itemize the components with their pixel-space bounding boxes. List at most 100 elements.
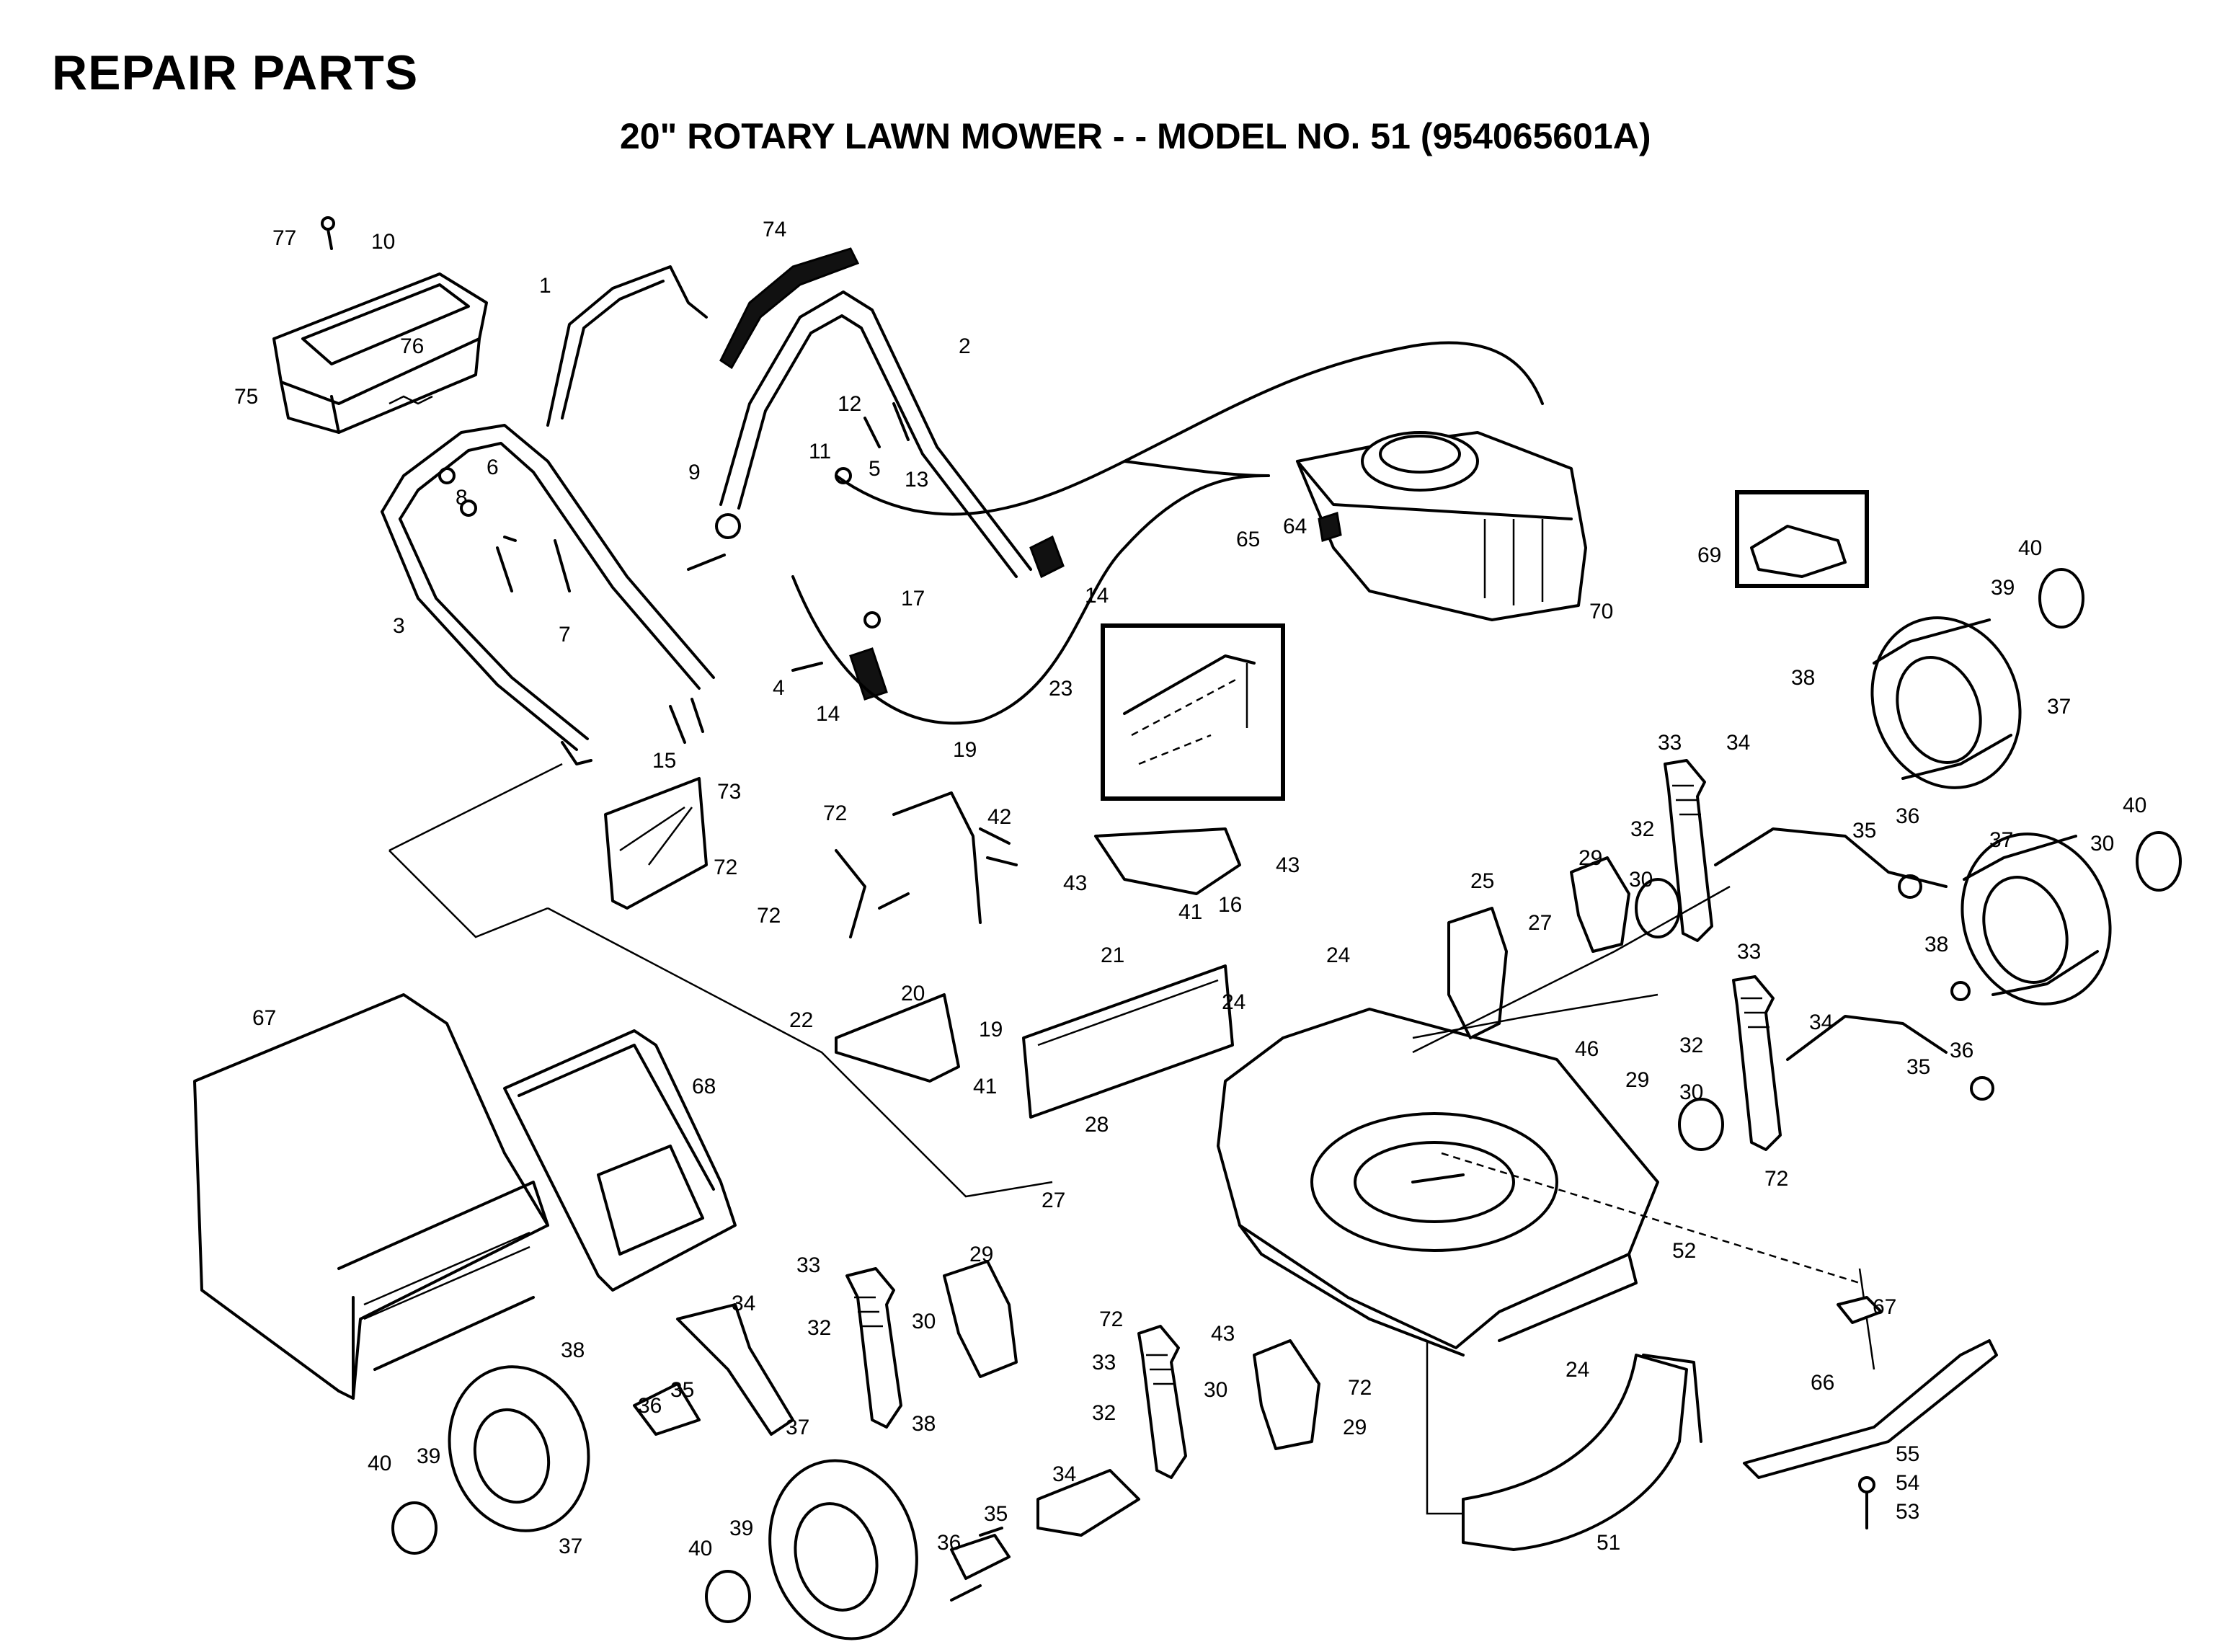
callout-76: 76 (400, 334, 424, 358)
callout-73: 73 (717, 780, 741, 804)
callout-66: 66 (1811, 1371, 1834, 1395)
height-adjuster-upper-right (1664, 759, 1713, 942)
inset-box-23 (1101, 623, 1285, 801)
adjuster-plates (943, 856, 1724, 1450)
callout-29b: 29 (1625, 1068, 1649, 1092)
callout-55: 55 (1896, 1442, 1919, 1466)
callout-35c: 35 (670, 1378, 694, 1402)
callout-30d: 30 (1204, 1378, 1227, 1402)
callout-14b: 14 (816, 702, 840, 726)
callout-2: 2 (959, 334, 971, 358)
callout-40c: 40 (368, 1452, 391, 1475)
callout-72b: 72 (714, 856, 737, 879)
callout-38c: 38 (561, 1338, 585, 1362)
callout-40b: 40 (2123, 794, 2146, 817)
callout-40: 40 (2018, 536, 2042, 560)
callout-33c: 33 (796, 1253, 820, 1277)
callout-32d: 32 (1092, 1401, 1116, 1425)
callout-64: 64 (1283, 515, 1307, 538)
callout-6: 6 (487, 456, 499, 479)
callout-43a: 43 (1276, 853, 1300, 877)
callout-30: 30 (2090, 832, 2114, 856)
callout-42: 42 (987, 805, 1011, 829)
callout-32b: 32 (1679, 1034, 1703, 1057)
callout-37: 37 (2047, 695, 2071, 719)
control-cables (791, 341, 1544, 725)
front-wheel-upper-left (391, 1365, 590, 1555)
callout-72c: 72 (757, 904, 781, 928)
grass-bag-part (193, 993, 549, 1400)
callout-14: 14 (1085, 584, 1109, 608)
side-plate-73 (604, 777, 708, 910)
callout-30b: 30 (1679, 1080, 1703, 1104)
callout-30c: 30 (912, 1310, 936, 1333)
callout-36: 36 (1896, 804, 1919, 828)
callout-34b: 34 (1809, 1011, 1833, 1034)
engine-part (1296, 431, 1587, 621)
callout-5: 5 (869, 457, 881, 481)
callout-27b: 27 (1042, 1189, 1065, 1212)
bracket-16 (1094, 827, 1241, 895)
callout-33b: 33 (1737, 940, 1761, 964)
rear-wheel-lower-right (1961, 831, 2182, 1005)
page-title: REPAIR PARTS (52, 45, 419, 100)
callout-53: 53 (1896, 1500, 1919, 1524)
callout-16: 16 (1218, 893, 1242, 917)
rear-baffle-part (1022, 964, 1234, 1119)
callout-24c: 24 (1566, 1358, 1589, 1382)
callout-13: 13 (905, 468, 928, 492)
callout-72a: 72 (823, 801, 847, 825)
callout-1: 1 (539, 274, 551, 298)
callout-75: 75 (234, 385, 258, 409)
callout-54: 54 (1896, 1471, 1919, 1495)
callout-33d: 33 (1092, 1351, 1116, 1375)
handle-hardware (438, 402, 910, 744)
callout-24a: 24 (1326, 943, 1350, 967)
callout-39c: 39 (417, 1444, 440, 1468)
callout-29d: 29 (1343, 1416, 1367, 1439)
front-axle-brackets (633, 1303, 1140, 1602)
callout-20: 20 (901, 982, 925, 1005)
callout-51: 51 (1597, 1531, 1620, 1555)
callout-32c: 32 (807, 1316, 831, 1340)
height-adjuster-lower-right (1732, 975, 1782, 1151)
callout-8: 8 (456, 486, 468, 510)
callout-38b: 38 (1924, 933, 1948, 956)
callout-17: 17 (901, 587, 925, 610)
assembly-guide-lines (388, 763, 1875, 1515)
callout-21: 21 (1101, 943, 1124, 967)
callout-19: 19 (953, 738, 977, 762)
callout-29c: 29 (969, 1243, 993, 1266)
callout-27a: 27 (1528, 911, 1552, 935)
callout-19b: 19 (979, 1018, 1003, 1042)
upper-handle-part (719, 247, 1065, 701)
callout-29a: 29 (1578, 846, 1602, 870)
grass-bag-top-part (272, 216, 488, 434)
lower-handle-part (381, 424, 715, 765)
callout-4: 4 (773, 676, 785, 700)
callout-68: 68 (692, 1075, 716, 1098)
callout-3: 3 (393, 614, 405, 638)
callout-74: 74 (763, 218, 786, 241)
blade-part (1743, 1296, 1998, 1529)
callout-12: 12 (838, 392, 861, 416)
callout-34c: 34 (732, 1292, 755, 1315)
deflector-part-22 (835, 993, 960, 1083)
callout-38: 38 (1791, 666, 1815, 690)
grass-bag-frame-part (503, 1029, 737, 1292)
callout-10: 10 (371, 230, 395, 254)
callout-67b: 67 (1873, 1295, 1896, 1319)
callout-24b: 24 (1222, 990, 1245, 1014)
callout-7: 7 (559, 623, 571, 647)
callout-35b: 35 (1906, 1055, 1930, 1079)
callout-37b: 37 (1989, 828, 2013, 852)
callout-37c: 37 (559, 1535, 582, 1558)
callout-37d: 37 (786, 1416, 809, 1439)
callout-43b: 43 (1063, 871, 1087, 895)
model-subtitle: 20" ROTARY LAWN MOWER - - MODEL NO. 51 (… (620, 116, 1651, 156)
callout-40d: 40 (688, 1537, 712, 1560)
height-adjuster-lower-mid (1137, 1325, 1187, 1479)
rear-door-bracket (835, 791, 1018, 938)
callout-labels: 77 10 74 1 2 75 76 3 6 8 7 9 12 11 5 13 … (234, 218, 2146, 1560)
